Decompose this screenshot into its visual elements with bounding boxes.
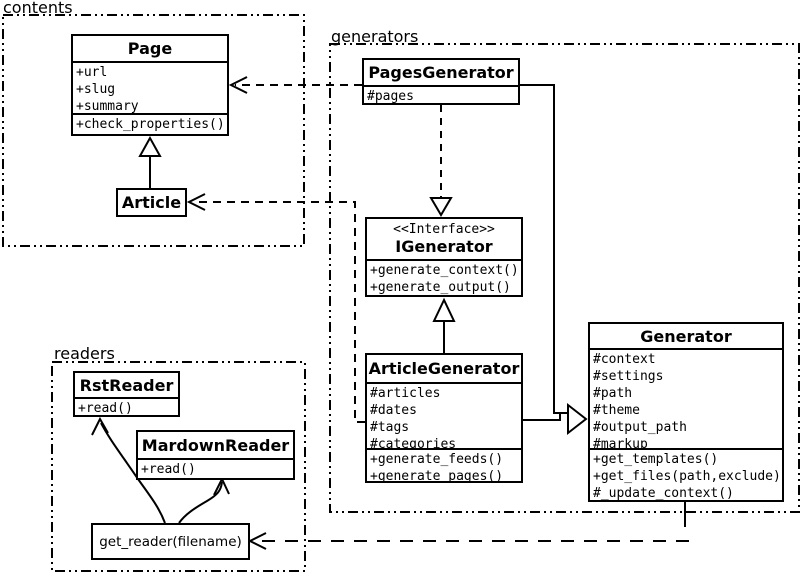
class-box-igenerator: <<Interface>> IGenerator +generate_conte… <box>365 217 523 297</box>
class-title: RstReader <box>79 375 174 395</box>
package-generators-border <box>329 43 800 513</box>
class-box-article: Article <box>116 188 187 217</box>
method: #_update_context() <box>593 486 734 500</box>
stereotype-label: <<Interface>> <box>393 222 495 237</box>
methods-section: +read() <box>75 397 178 415</box>
open-arrowhead-icon <box>247 532 267 550</box>
methods-section: +generate_context() +generate_output() <box>367 259 521 295</box>
attribute: #markup <box>593 437 648 448</box>
attributes-section: #pages <box>364 85 518 103</box>
package-label-readers: readers <box>54 344 115 363</box>
attribute: #context <box>593 352 656 367</box>
attribute: +url <box>76 65 108 80</box>
get-reader-label: get_reader(filename) <box>99 533 242 550</box>
class-box-generator: Generator #context #settings #path #them… <box>588 322 784 502</box>
hollow-triangle-icon <box>138 135 162 157</box>
class-title: Page <box>127 39 173 58</box>
open-arrowhead-icon <box>228 76 248 94</box>
attribute: #tags <box>370 420 410 435</box>
class-box-pages-generator: PagesGenerator #pages <box>362 58 520 105</box>
methods-section: +get_templates() +get_files(path,exclude… <box>590 448 782 500</box>
attribute: #articles <box>370 386 441 401</box>
dependency-articlegenerator-to-article <box>186 193 365 423</box>
package-label-generators: generators <box>331 27 419 46</box>
attribute: +slug <box>76 82 116 97</box>
class-title: PagesGenerator <box>368 63 514 82</box>
attribute: #dates <box>370 403 417 418</box>
attribute: #path <box>593 386 633 401</box>
hollow-triangle-icon <box>567 402 588 436</box>
inheritance-article-to-page <box>138 135 162 190</box>
dependency-generator-to-get-reader <box>247 502 689 550</box>
class-box-page: Page +url +slug +summary +check_properti… <box>71 34 229 136</box>
method: +generate_context() <box>370 263 519 278</box>
attribute: #output_path <box>593 420 687 435</box>
class-title: Generator <box>640 326 732 346</box>
class-title: Article <box>121 193 182 212</box>
class-name: IGenerator <box>395 237 493 256</box>
class-title: MardownReader <box>141 435 290 455</box>
inheritance-generators-to-generator <box>520 84 588 436</box>
get-reader-box: get_reader(filename) <box>91 523 250 560</box>
method: +get_templates() <box>593 452 719 467</box>
methods-section: +read() <box>138 458 293 478</box>
attributes-section: #articles #dates #tags #categories <box>367 382 521 448</box>
package-contents-border <box>2 14 305 247</box>
method: +generate_feeds() <box>370 452 504 467</box>
association-get-reader-to-mardownreader <box>178 476 230 524</box>
class-box-mardown-reader: MardownReader +read() <box>136 430 295 480</box>
attributes-section: #context #settings #path #theme #output_… <box>590 348 782 448</box>
method: +get_files(path,exclude) <box>593 469 781 484</box>
methods-section: +generate_feeds() +generate_pages() <box>367 448 521 481</box>
method: +read() <box>78 401 133 415</box>
open-arrowhead-icon <box>91 416 109 436</box>
package-label-contents: contents <box>3 0 73 17</box>
hollow-triangle-icon <box>429 197 453 217</box>
hollow-triangle-icon <box>432 297 456 322</box>
class-box-article-generator: ArticleGenerator #articles #dates #tags … <box>365 353 523 483</box>
methods-section: +check_properties() <box>73 113 227 136</box>
method: +read() <box>141 462 196 477</box>
method: +generate_output() <box>370 280 511 295</box>
method: +check_properties() <box>76 117 225 132</box>
attribute: #categories <box>370 437 457 448</box>
class-title: <<Interface>> IGenerator <box>367 219 521 259</box>
attribute: #settings <box>593 369 664 384</box>
attributes-section: +url +slug +summary <box>73 61 227 113</box>
inheritance-articlegenerator-to-igenerator <box>432 297 456 353</box>
class-title: ArticleGenerator <box>368 359 520 378</box>
open-arrowhead-icon <box>186 193 206 211</box>
attribute: #theme <box>593 403 640 418</box>
dependency-pagesgenerator-to-page <box>228 76 362 94</box>
attribute: #pages <box>367 89 414 103</box>
attribute: +summary <box>76 99 139 113</box>
realization-pagesgenerator-to-igenerator <box>429 105 453 217</box>
class-box-rst-reader: RstReader +read() <box>73 371 180 417</box>
method: +generate_pages() <box>370 469 504 481</box>
